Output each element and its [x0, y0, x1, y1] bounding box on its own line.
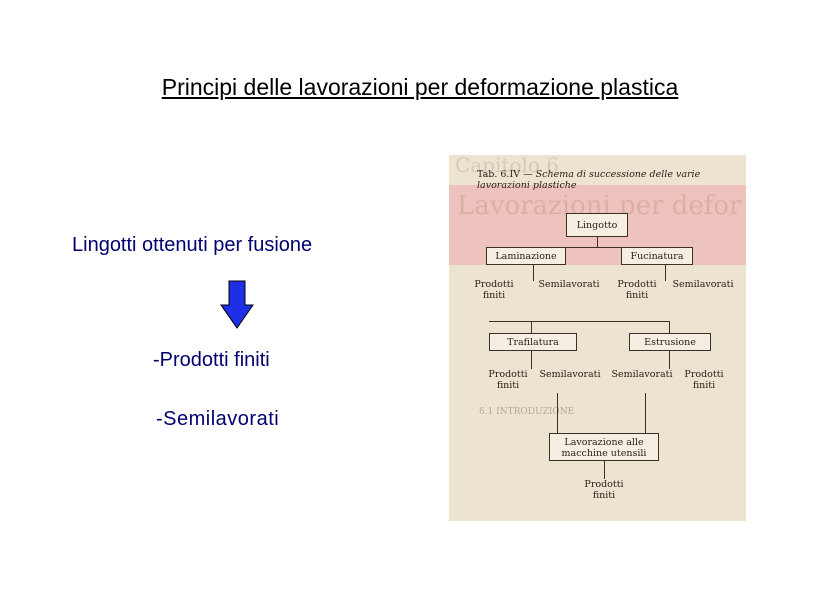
- node-machining: Lavorazione alle macchine utensili: [549, 433, 659, 461]
- output-semi-finished: -Semilavorati: [156, 408, 279, 431]
- ingot-label: Lingotti ottenuti per fusione: [72, 234, 312, 257]
- extrusion-output-semi: Semilavorati: [607, 369, 677, 380]
- node-ingot: Lingotto: [566, 213, 628, 237]
- forging-output-semi: Semilavorati: [667, 279, 739, 290]
- extrusion-output-finished: Prodotti finiti: [679, 369, 729, 391]
- node-rolling: Laminazione: [486, 247, 566, 265]
- rolling-output-semi: Semilavorati: [533, 279, 605, 290]
- output-finished-products: -Prodotti finiti: [153, 349, 270, 372]
- forging-output-finished: Prodotti finiti: [611, 279, 663, 301]
- node-forging: Fucinatura: [621, 247, 693, 265]
- node-extrusion: Estrusione: [629, 333, 711, 351]
- node-drawing: Trafilatura: [489, 333, 577, 351]
- rolling-output-finished: Prodotti finiti: [469, 279, 519, 301]
- figure-caption: Tab. 6.IV — Schema di successione delle …: [477, 169, 746, 191]
- background-section-heading: 6.1 INTRODUZIONE: [479, 407, 574, 417]
- page-title: Principi delle lavorazioni per deformazi…: [0, 74, 825, 101]
- scanned-flowchart: Capitolo 6 Lavorazioni per defor 6.1 INT…: [449, 155, 746, 521]
- drawing-output-finished: Prodotti finiti: [483, 369, 533, 391]
- final-output-finished: Prodotti finiti: [574, 479, 634, 501]
- down-arrow-icon: [220, 280, 254, 330]
- caption-label: Tab. 6.IV —: [477, 169, 533, 180]
- drawing-output-semi: Semilavorati: [535, 369, 605, 380]
